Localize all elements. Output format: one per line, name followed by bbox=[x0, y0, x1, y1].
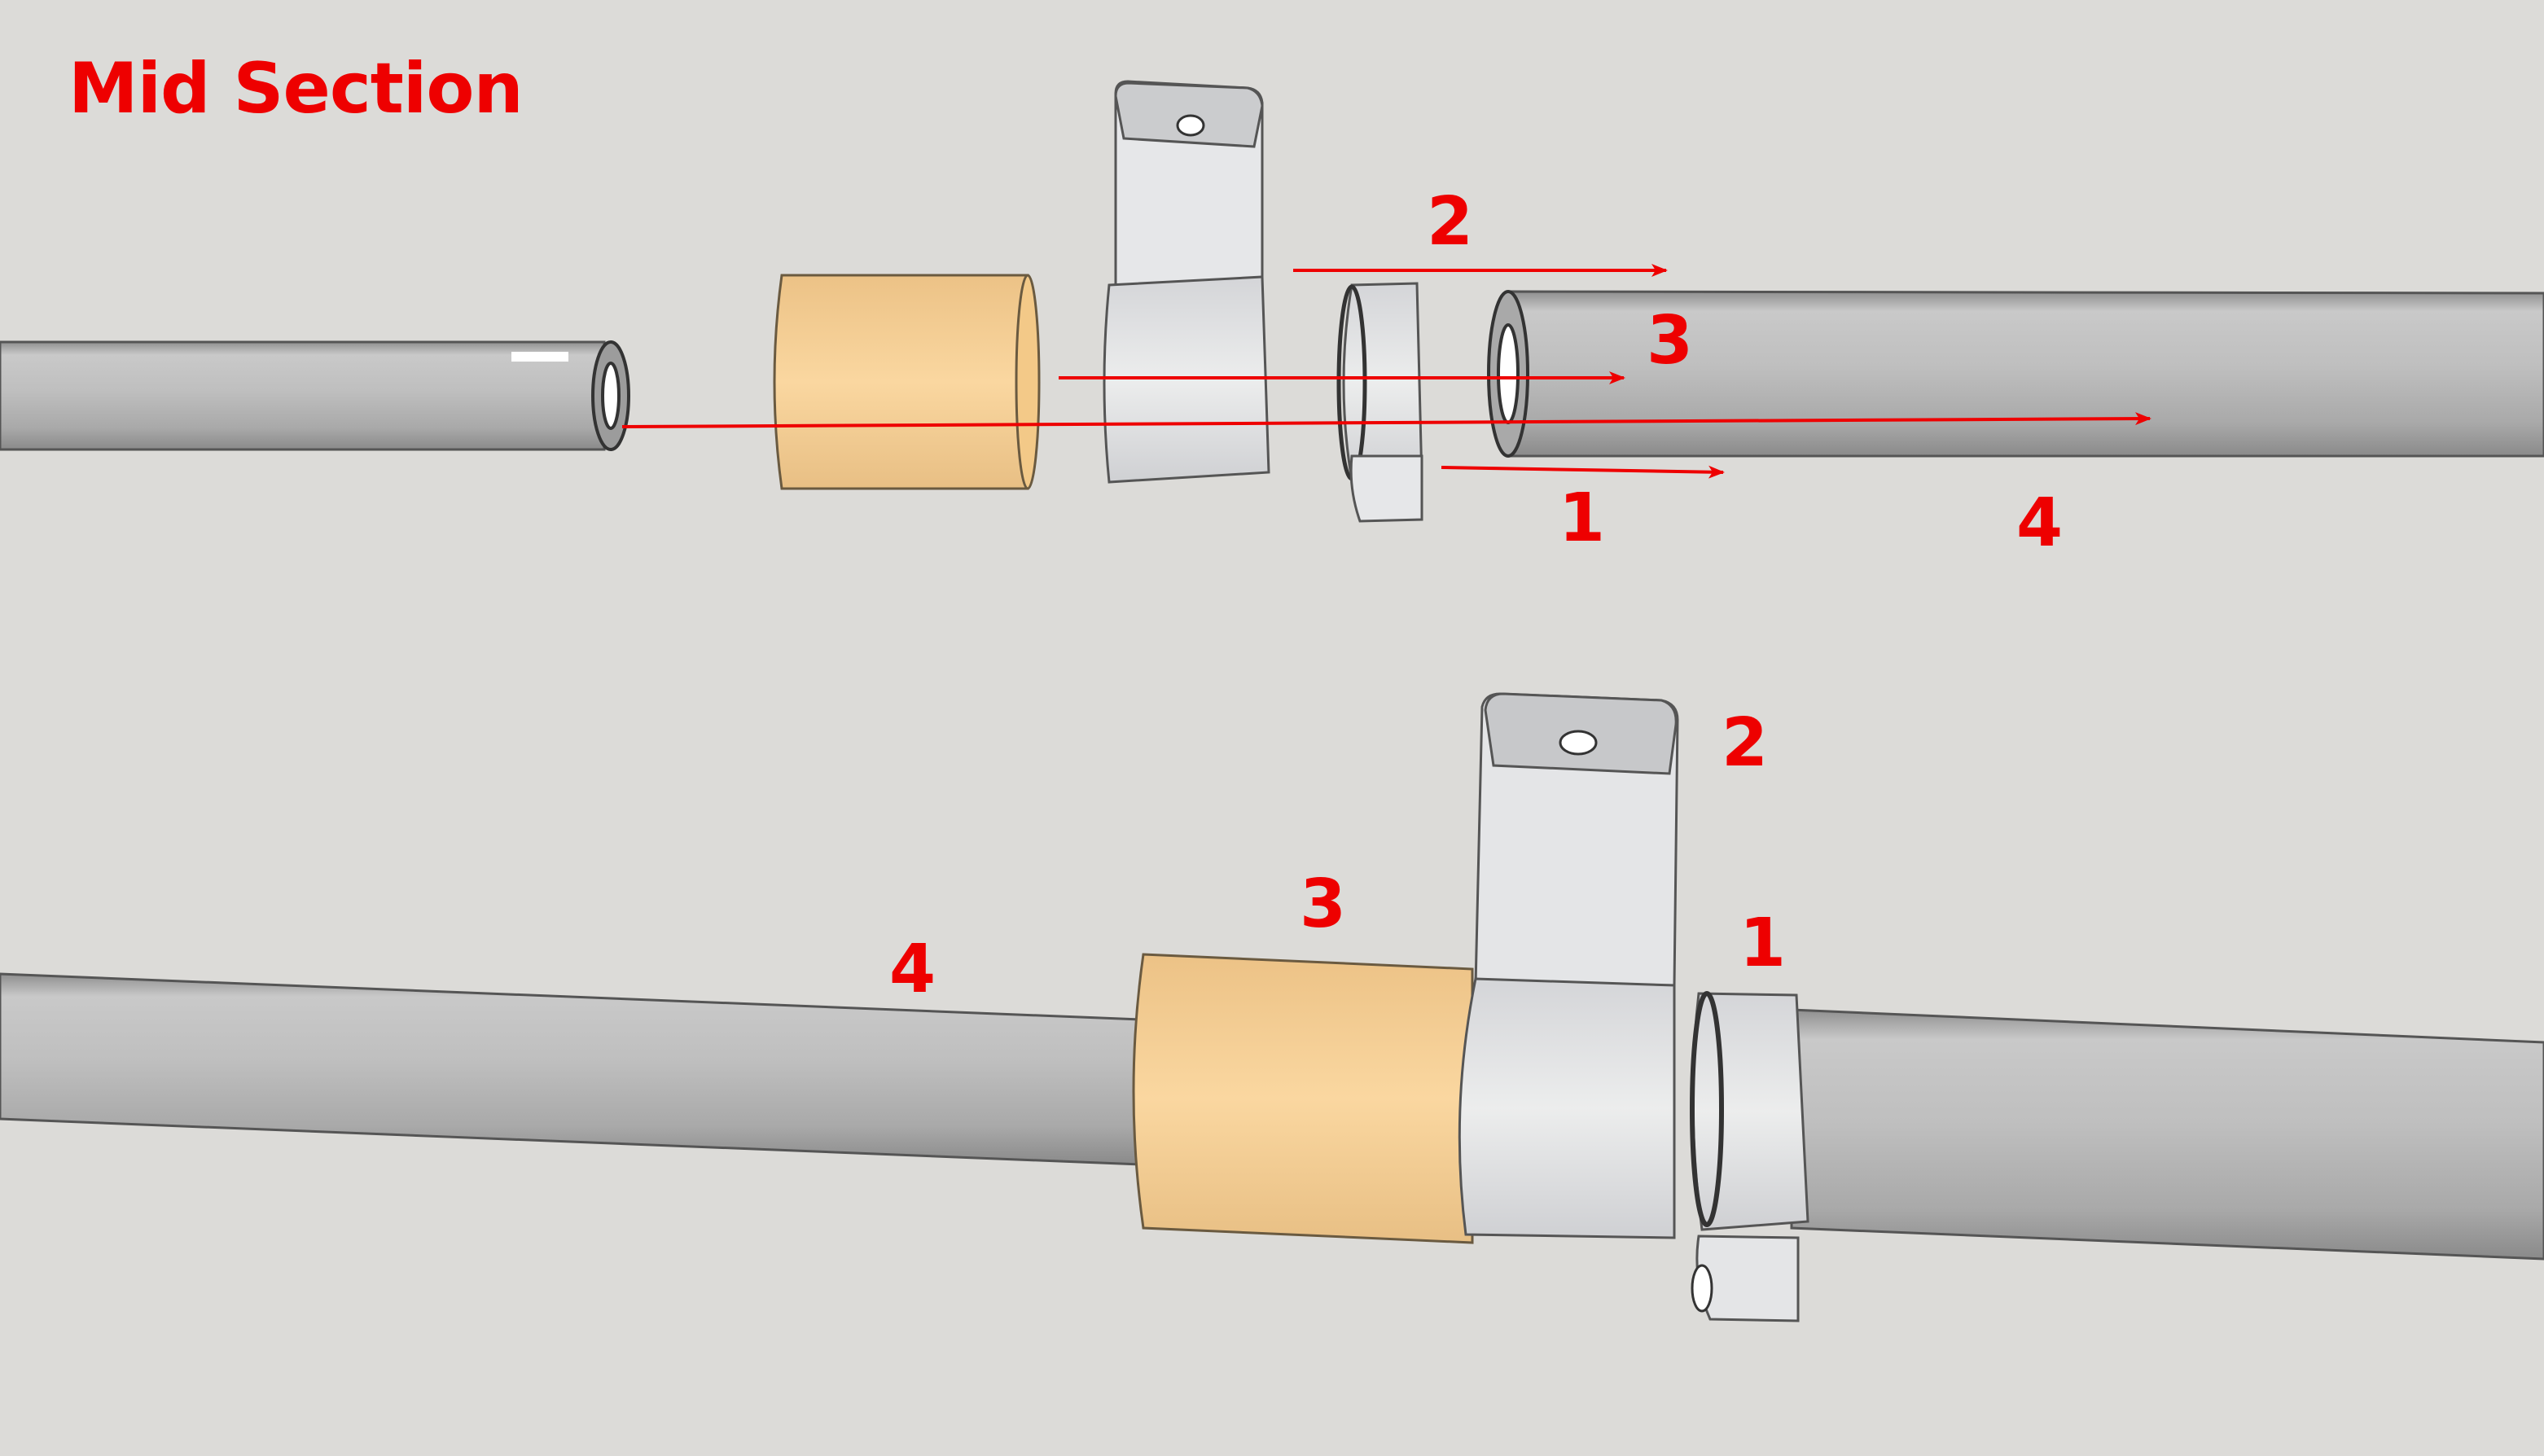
assembled-label-1: 1 bbox=[1739, 905, 1787, 982]
exploded-bushing bbox=[773, 274, 1041, 490]
exploded-label-1: 1 bbox=[1559, 480, 1606, 557]
assembly-arrows bbox=[621, 264, 2151, 479]
assembled-label-4: 4 bbox=[889, 931, 936, 1008]
exploded-small-tube bbox=[0, 340, 630, 451]
assembled-label-2: 2 bbox=[1722, 704, 1769, 782]
assembled-long-tube bbox=[0, 972, 2544, 1261]
assembled-bracket bbox=[1458, 692, 1679, 1239]
exploded-large-tube bbox=[1487, 290, 2544, 458]
assembled-collar bbox=[1690, 991, 1809, 1322]
assembled-bushing bbox=[1132, 953, 1474, 1244]
arrow-part1 bbox=[1441, 465, 1725, 479]
page-title: Mid Section bbox=[68, 48, 524, 129]
exploded-label-3: 3 bbox=[1647, 302, 1694, 379]
arrow-part4 bbox=[621, 412, 2151, 428]
exploded-bracket bbox=[1103, 80, 1270, 484]
exploded-label-4: 4 bbox=[2016, 485, 2064, 562]
exploded-collar bbox=[1336, 282, 1423, 523]
exploded-label-2: 2 bbox=[1427, 183, 1474, 261]
assembled-label-3: 3 bbox=[1300, 866, 1347, 943]
